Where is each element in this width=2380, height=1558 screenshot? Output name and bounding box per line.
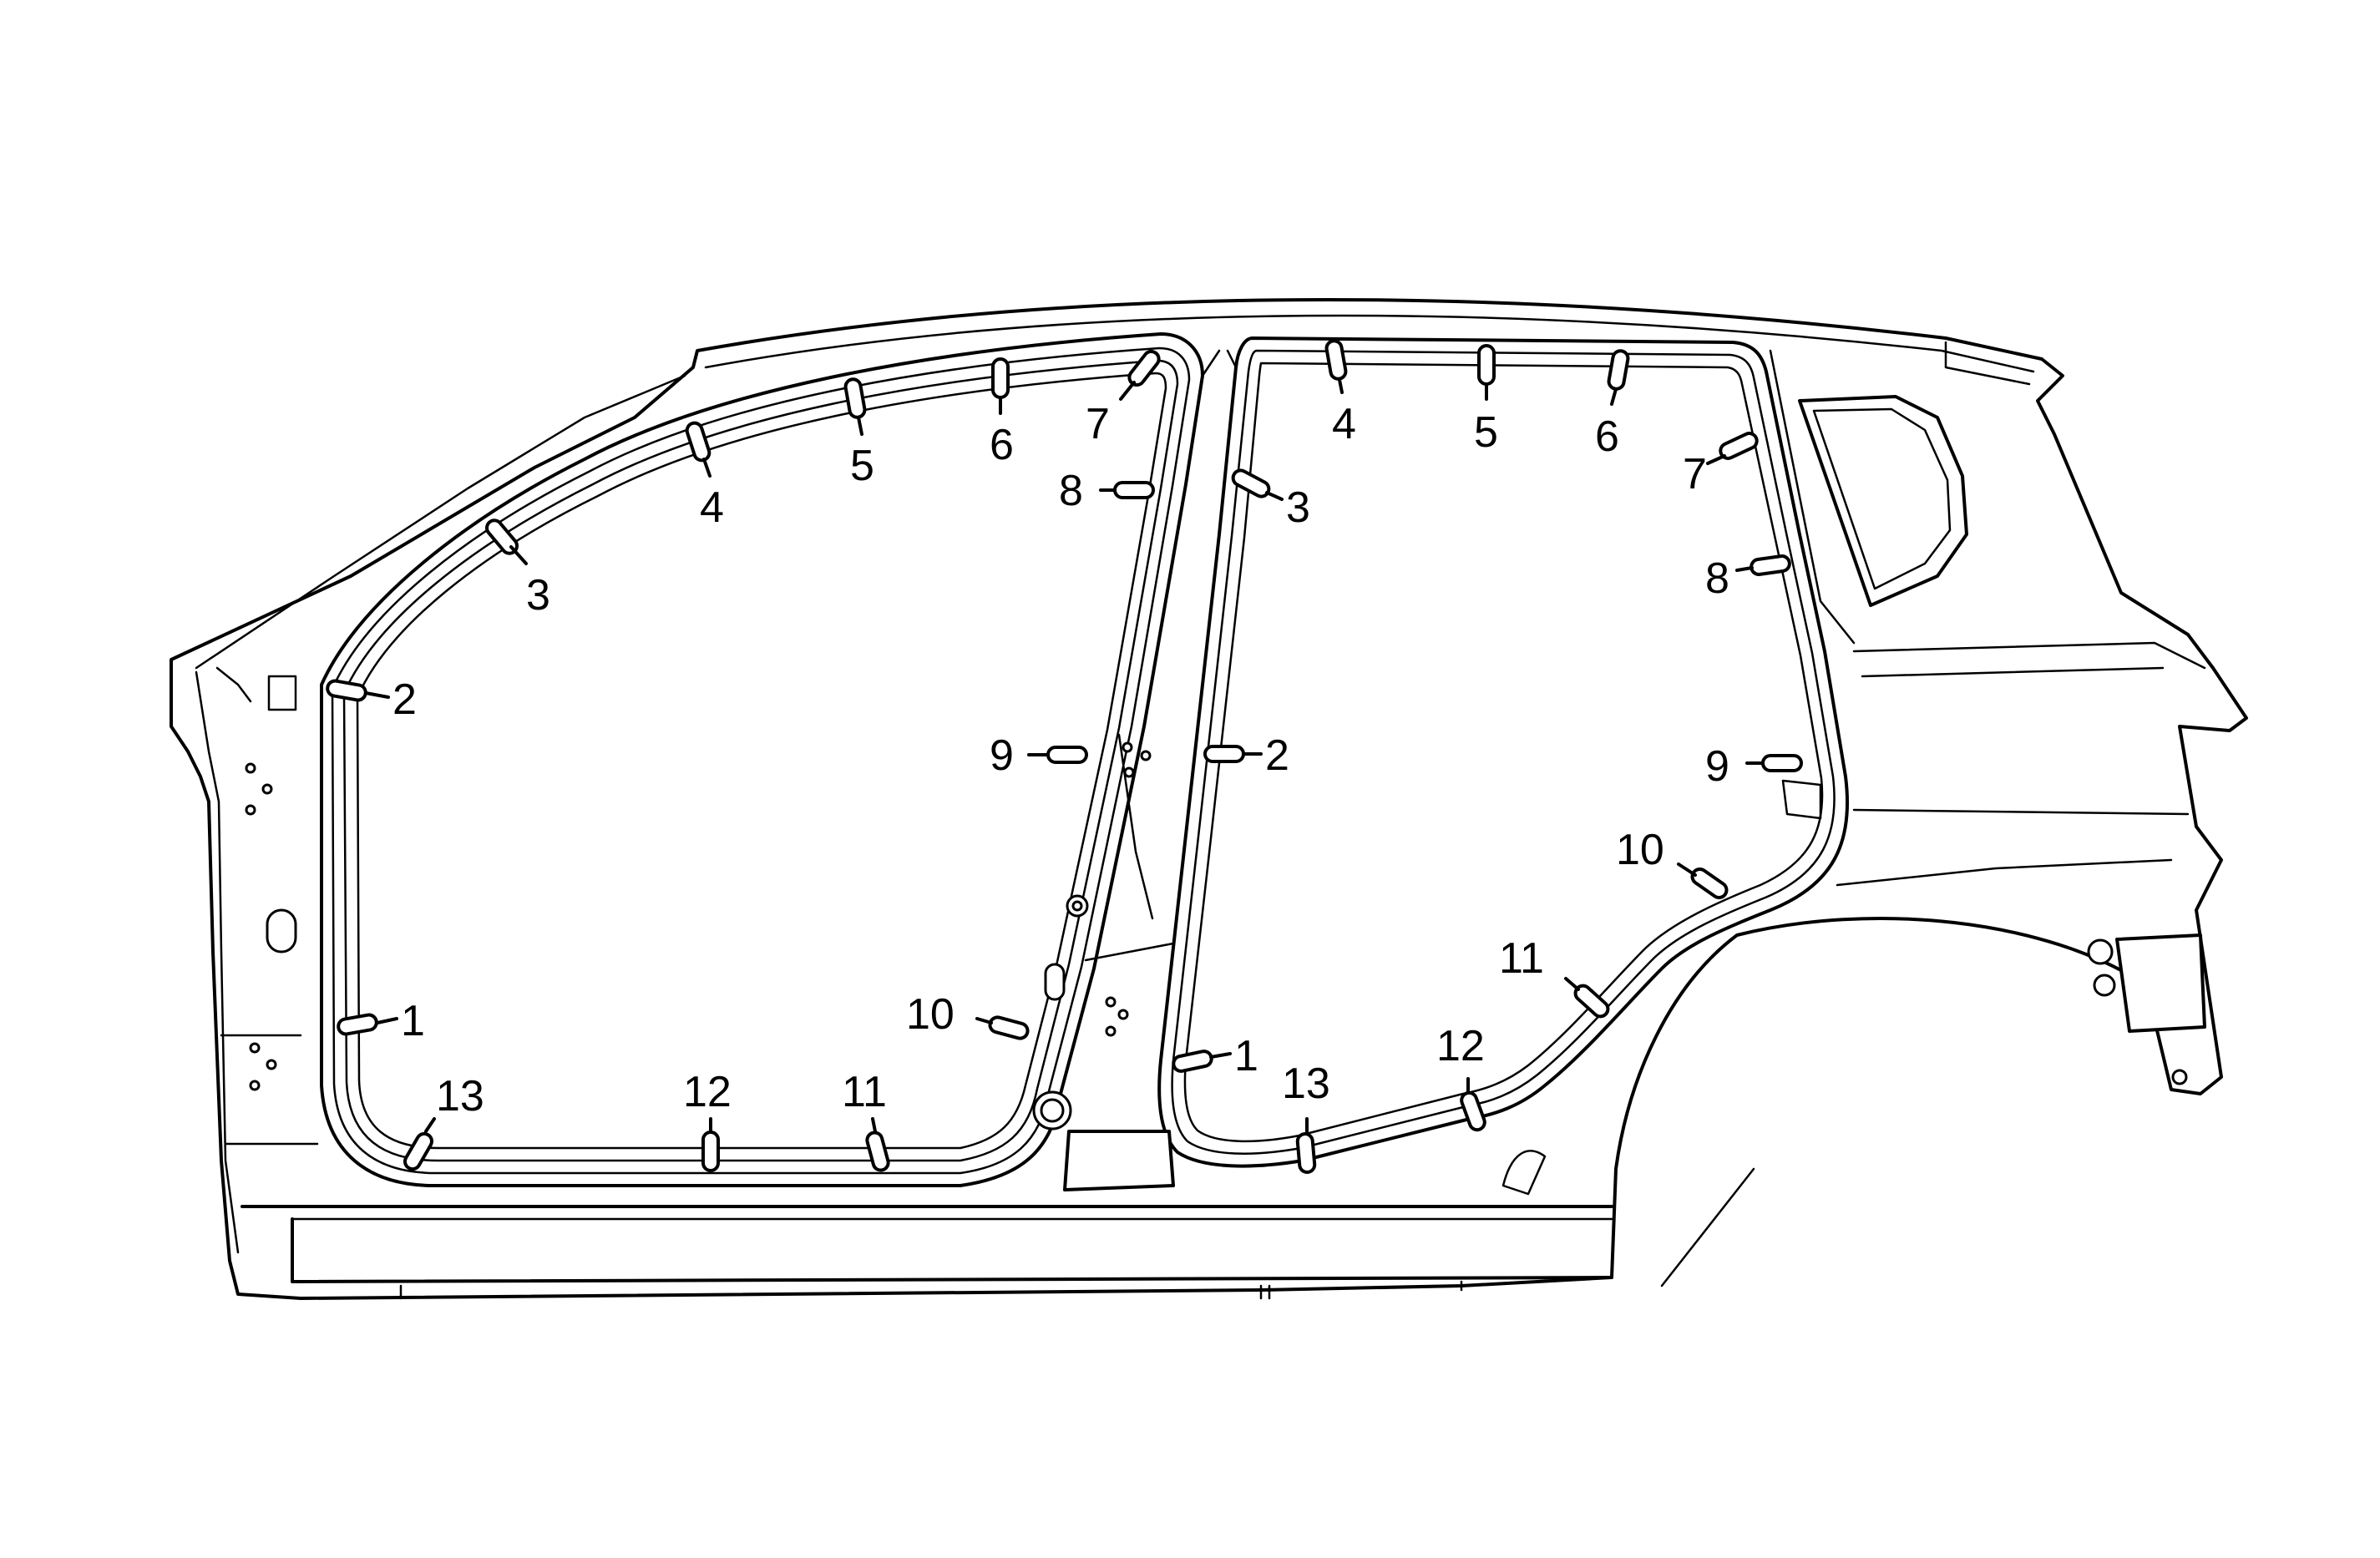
rear-callout-7: 7 [1683, 450, 1707, 498]
front-callout-6: 6 [990, 421, 1014, 469]
rear-door-opening [1157, 336, 1850, 1168]
front-callout-3: 3 [526, 571, 550, 620]
front-callout-4: 4 [700, 483, 724, 532]
rear-callout-8: 8 [1705, 554, 1729, 603]
rear-clip-2 [1203, 745, 1245, 763]
front-callout-8: 8 [1059, 467, 1083, 515]
rear-clip-13 [1295, 1132, 1317, 1174]
rear-clip-9 [1761, 754, 1803, 772]
rear-quarter-window [1769, 349, 1968, 645]
rear-door-clips [1172, 339, 1803, 1174]
rear-clip-6 [1607, 349, 1630, 391]
front-callout-12: 12 [683, 1068, 732, 1116]
front-callout-10: 10 [906, 990, 955, 1039]
rear-callout-9: 9 [1705, 742, 1729, 791]
rear-quarter-features [1501, 779, 2206, 1196]
rear-clip-7 [1719, 432, 1759, 460]
b-pillar [1032, 349, 1238, 1191]
front-callout-13: 13 [436, 1072, 484, 1120]
rear-clip-8 [1750, 554, 1791, 576]
front-callout-11: 11 [842, 1068, 887, 1116]
body-side-outline [170, 297, 2248, 1300]
front-callout-9: 9 [990, 731, 1014, 780]
rear-callout-11: 11 [1499, 934, 1544, 983]
rear-door-labels: 1 2 3 4 5 6 7 8 9 10 11 12 13 [1234, 400, 1729, 1108]
front-clip-9 [1046, 746, 1088, 764]
rear-clip-1 [1172, 1050, 1213, 1073]
front-door-labels: 1 2 3 4 5 6 7 8 9 10 11 12 13 [392, 400, 1110, 1120]
rear-callout-5: 5 [1474, 408, 1498, 457]
front-door-clips [326, 349, 1161, 1172]
front-clip-13 [403, 1131, 433, 1171]
front-clip-6 [991, 357, 1010, 399]
rear-clip-12 [1460, 1090, 1486, 1132]
front-clip-11 [865, 1131, 890, 1172]
front-clip-7 [1127, 349, 1161, 387]
rear-callout-4: 4 [1332, 400, 1356, 448]
front-callout-1: 1 [401, 997, 425, 1045]
rear-callout-3: 3 [1286, 483, 1310, 532]
a-pillar [220, 675, 319, 1146]
leader-lines [364, 378, 1765, 1136]
rear-callout-6: 6 [1595, 412, 1619, 461]
front-clip-12 [701, 1131, 720, 1172]
front-callout-2: 2 [392, 675, 417, 724]
rear-clip-10 [1690, 867, 1729, 900]
front-callout-5: 5 [850, 442, 874, 490]
rear-callout-1: 1 [1234, 1032, 1258, 1080]
rear-callout-13: 13 [1282, 1060, 1330, 1108]
front-callout-7: 7 [1086, 400, 1110, 448]
rear-callout-2: 2 [1265, 731, 1289, 780]
front-clip-8 [1113, 481, 1155, 499]
rear-clip-4 [1324, 339, 1348, 381]
rear-callout-10: 10 [1616, 826, 1664, 874]
front-clip-1 [337, 1013, 378, 1036]
rear-clip-5 [1477, 344, 1496, 386]
rear-callout-12: 12 [1436, 1022, 1485, 1070]
front-clip-10 [988, 1015, 1030, 1040]
